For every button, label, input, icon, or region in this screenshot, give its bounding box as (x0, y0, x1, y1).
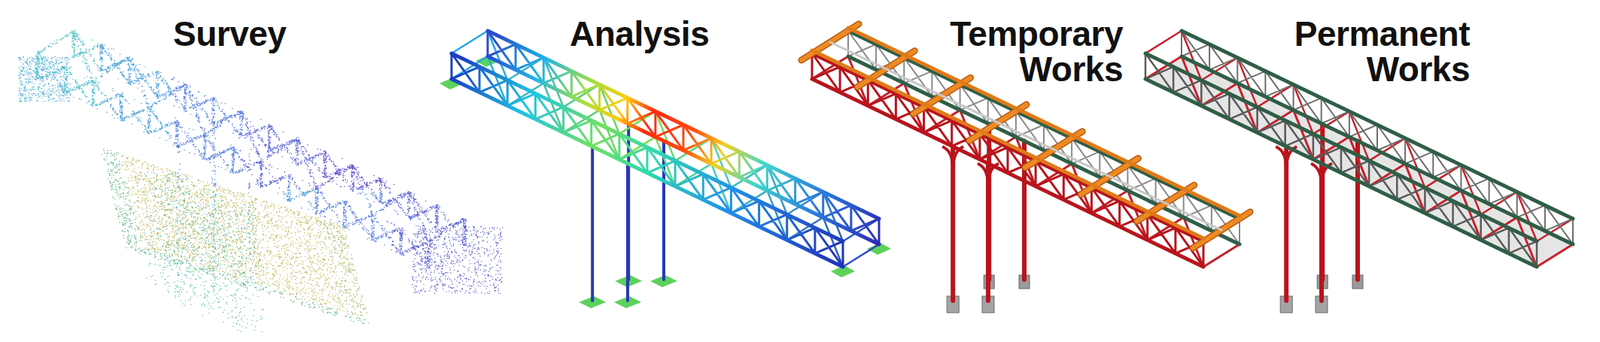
panel-heading: Analysis (569, 16, 709, 52)
panel-heading: Permanent Works (1244, 16, 1470, 88)
panel-heading: Survey (173, 16, 286, 52)
panel-heading: Temporary Works (897, 16, 1123, 88)
point-cloud (18, 29, 503, 333)
permanent-works-model (1145, 30, 1573, 314)
